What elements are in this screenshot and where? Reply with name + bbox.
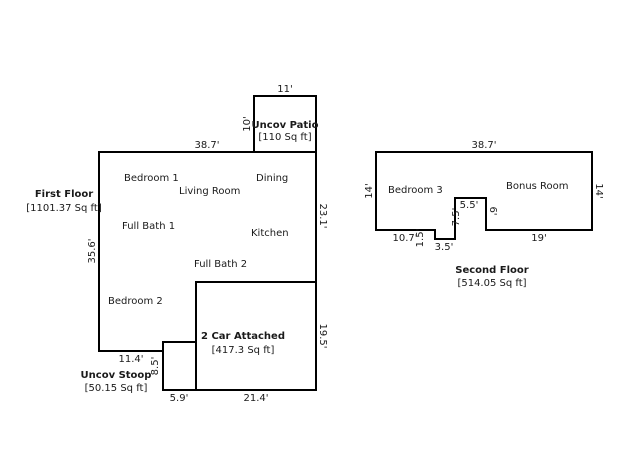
- room-living-room: Living Room: [179, 186, 240, 197]
- dim-second-top: 38.7': [471, 140, 496, 151]
- dim-first-bottom-left: 11.4': [118, 354, 143, 365]
- dim-second-notch2-v1: 7.5': [451, 208, 462, 227]
- dim-second-bottom-right: 19': [531, 233, 546, 244]
- dim-stoop-left: 8.5': [150, 357, 161, 376]
- second-floor-title: Second Floor: [455, 265, 529, 276]
- dim-first-top: 38.7': [194, 140, 219, 151]
- dim-second-notch1-v: 1.5': [415, 229, 426, 248]
- dim-first-left: 35.6': [87, 238, 98, 263]
- dim-second-notch1-h: 3.5': [435, 242, 454, 253]
- second-floor-area: [514.05 Sq ft]: [457, 278, 526, 289]
- dim-second-left: 14': [364, 183, 375, 198]
- dim-garage-bottom: 21.4': [243, 393, 268, 404]
- patio-title: Uncov Patio: [252, 120, 319, 131]
- dim-second-bottom-left: 10.7': [392, 233, 417, 244]
- patio-outline: [253, 95, 317, 153]
- room-bedroom-1: Bedroom 1: [124, 173, 179, 184]
- garage-outline: [195, 281, 317, 391]
- dim-garage-right: 19.5': [317, 323, 328, 348]
- dim-patio-left: 10': [242, 116, 253, 131]
- room-full-bath-2: Full Bath 2: [194, 259, 247, 270]
- stoop-title: Uncov Stoop: [81, 370, 152, 381]
- garage-area: [417.3 Sq ft]: [212, 345, 275, 356]
- dim-stoop-bottom: 5.9': [170, 393, 189, 404]
- garage-title: 2 Car Attached: [201, 331, 285, 342]
- second-floor-outline: [375, 151, 593, 240]
- patio-area: [110 Sq ft]: [258, 132, 311, 143]
- room-dining: Dining: [256, 173, 288, 184]
- first-floor-area: [1101.37 Sq ft]: [26, 203, 102, 214]
- room-kitchen: Kitchen: [251, 228, 289, 239]
- room-full-bath-1: Full Bath 1: [122, 221, 175, 232]
- room-bonus-room: Bonus Room: [506, 181, 569, 192]
- dim-second-notch2-top: 5.5': [460, 200, 479, 211]
- dim-first-right: 23.1': [317, 203, 328, 228]
- stoop-area: [50.15 Sq ft]: [85, 383, 148, 394]
- first-floor-title: First Floor: [35, 189, 93, 200]
- dim-patio-top: 11': [277, 84, 292, 95]
- dim-second-notch2-v2: 6': [487, 206, 498, 215]
- dim-second-right: 14': [593, 183, 604, 198]
- room-bedroom-3: Bedroom 3: [388, 185, 443, 196]
- stoop-outline: [162, 341, 197, 391]
- room-bedroom-2: Bedroom 2: [108, 296, 163, 307]
